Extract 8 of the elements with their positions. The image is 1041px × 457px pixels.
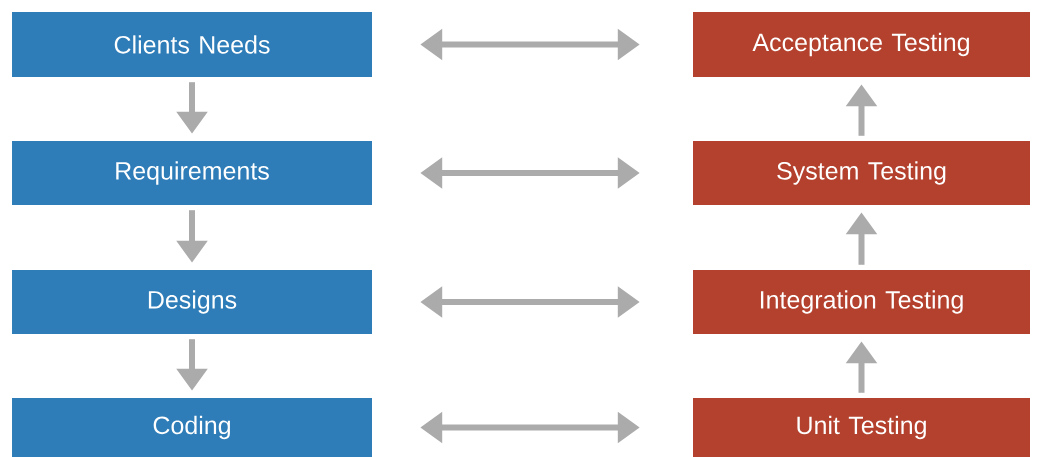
process-box: Clients Needs <box>12 12 372 77</box>
process-box: Requirements <box>12 141 372 205</box>
process-box: Integration Testing <box>693 270 1030 334</box>
process-box: Unit Testing <box>693 398 1030 457</box>
process-box: Designs <box>12 270 372 334</box>
process-box: Acceptance Testing <box>693 12 1030 77</box>
process-box: Coding <box>12 398 372 457</box>
process-box: System Testing <box>693 141 1030 205</box>
